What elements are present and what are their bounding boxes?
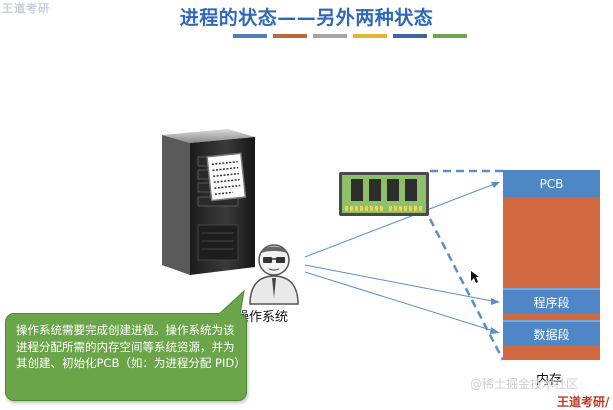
stripe (313, 34, 347, 38)
mouse-cursor-icon (471, 271, 479, 283)
memory-label: 内存 (536, 373, 563, 388)
memory-chip-icon (339, 172, 429, 216)
arrow-to-pcb (304, 182, 498, 258)
callout-pointer (216, 289, 245, 316)
memory-segment-free (503, 197, 600, 288)
stripe (273, 34, 307, 38)
stripe (433, 34, 467, 38)
footer-brand: 王道考研/ (557, 395, 610, 409)
os-label: 操作系统 (236, 310, 289, 325)
explanation-callout: 操作系统需要完成创建进程。操作系统为该进程分配所需的内存空间等系统资源，并为其创… (5, 313, 247, 401)
arrow-to-program-segment (304, 264, 498, 303)
memory-segment-pcb: PCB (503, 170, 600, 197)
memory-segment-data: 数据段 (503, 320, 600, 346)
arrowhead (490, 327, 500, 334)
brand-logo: 王道考研 (2, 2, 50, 15)
stripe (393, 34, 427, 38)
stripe (353, 34, 387, 38)
os-person-icon (249, 244, 299, 305)
arrowhead (491, 298, 500, 305)
watermark: @稀土掘金技术社区 (470, 377, 579, 391)
title-underline-stripes (233, 34, 469, 38)
memory-segment-gap (503, 314, 600, 320)
arrowhead (491, 182, 500, 188)
arrow-to-data-segment (304, 271, 498, 333)
slide-title: 进程的状态——另外两种状态 (179, 7, 434, 29)
server-tower-icon (162, 129, 255, 275)
callout-text: 操作系统需要完成创建进程。操作系统为该进程分配所需的内存空间等系统资源，并为其创… (16, 323, 246, 370)
memory-segment-tail (503, 346, 600, 360)
stripe (233, 34, 267, 38)
memory-segment-program: 程序段 (503, 288, 600, 314)
dashed-line-bottom (428, 218, 505, 361)
memory-block: PCB 程序段 数据段 (503, 170, 600, 360)
